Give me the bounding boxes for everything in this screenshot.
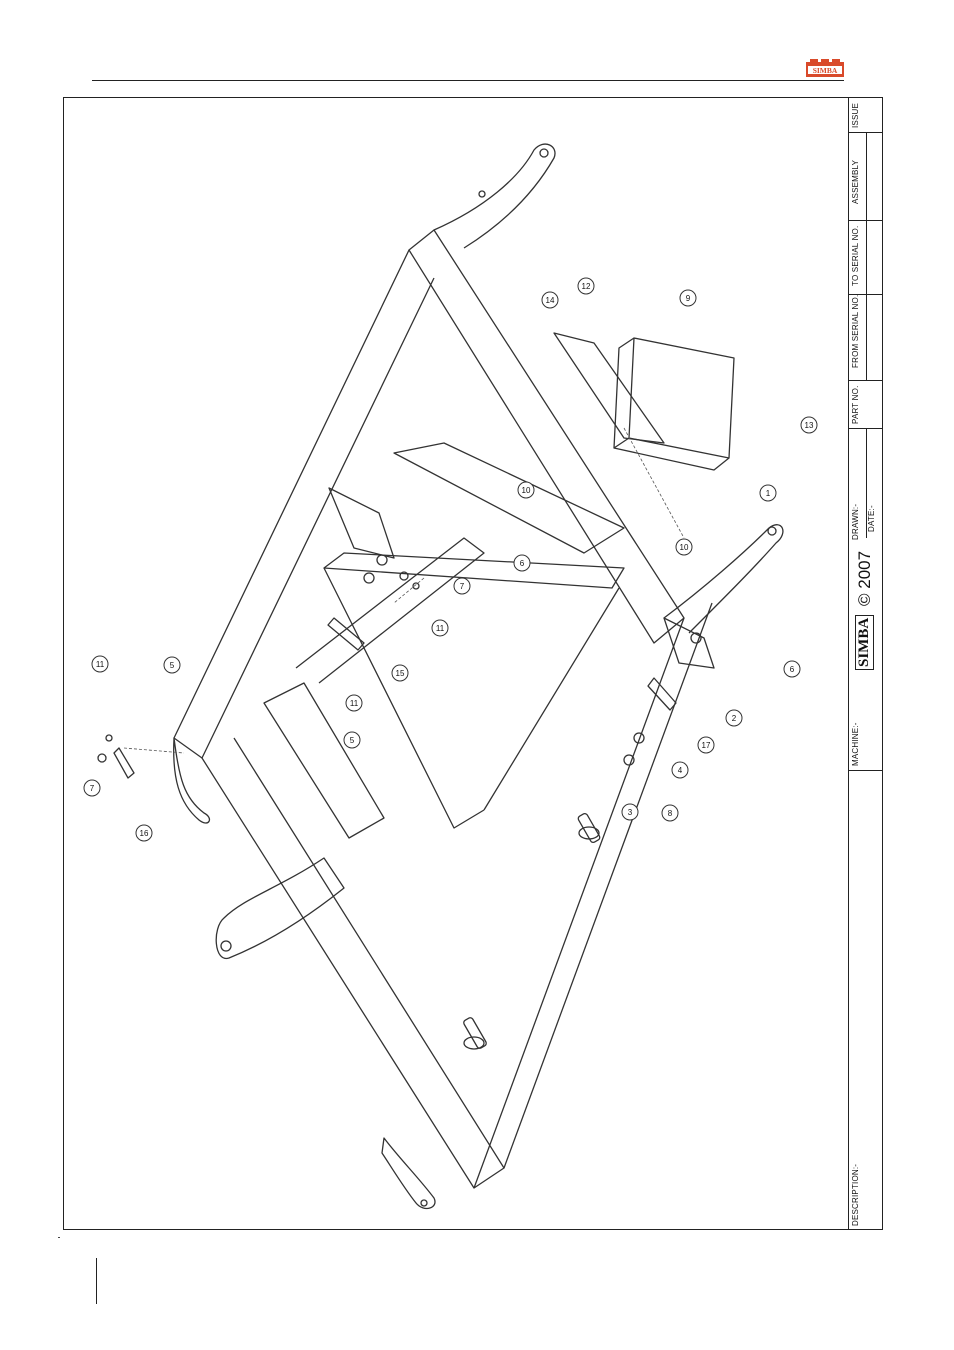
- simba-logo: SIMBA: [806, 59, 844, 79]
- callout: 17: [698, 737, 714, 753]
- svg-text:13: 13: [805, 421, 814, 430]
- svg-text:12: 12: [582, 282, 591, 291]
- svg-text:11: 11: [96, 660, 105, 669]
- svg-text:6: 6: [790, 665, 795, 674]
- callout: 14: [542, 292, 558, 308]
- svg-text:1: 1: [766, 489, 771, 498]
- svg-text:7: 7: [460, 582, 465, 591]
- svg-text:4: 4: [678, 766, 683, 775]
- brand-mark: SIMBA: [855, 615, 874, 670]
- callout: 15: [392, 665, 408, 681]
- svg-text:11: 11: [350, 699, 359, 708]
- callout: 9: [680, 290, 696, 306]
- svg-text:7: 7: [90, 784, 95, 793]
- from-serial-label: FROM SERIAL NO.: [851, 295, 860, 368]
- assembly-label: ASSEMBLY: [851, 160, 860, 204]
- footer-rule: [96, 1258, 97, 1304]
- callout: 7: [84, 780, 100, 796]
- callout: 10: [676, 539, 692, 555]
- svg-text:10: 10: [522, 486, 531, 495]
- header-rule: [92, 80, 844, 81]
- logo-text: SIMBA: [813, 66, 838, 75]
- callout: 12: [578, 278, 594, 294]
- part-no-label: PART NO.: [851, 386, 860, 425]
- svg-text:11: 11: [436, 624, 445, 633]
- svg-text:9: 9: [686, 294, 691, 303]
- callout: 11: [346, 695, 362, 711]
- callout: 6: [784, 661, 800, 677]
- callout: 5: [344, 732, 360, 748]
- machine-label: MACHINE:-: [851, 722, 860, 766]
- callout: 1: [760, 485, 776, 501]
- svg-text:2: 2: [732, 714, 737, 723]
- corner-mark: [58, 1237, 60, 1238]
- callout: 11: [92, 656, 108, 672]
- svg-text:3: 3: [628, 808, 633, 817]
- callout: 5: [164, 657, 180, 673]
- svg-text:5: 5: [350, 736, 355, 745]
- callout: 16: [136, 825, 152, 841]
- callout: 10: [518, 482, 534, 498]
- callout: 4: [672, 762, 688, 778]
- svg-text:8: 8: [668, 809, 673, 818]
- svg-text:6: 6: [520, 559, 525, 568]
- to-serial-label: TO SERIAL NO.: [851, 226, 860, 286]
- svg-text:10: 10: [680, 543, 689, 552]
- description-label: DESCRIPTION:-: [851, 1164, 860, 1226]
- callout: 7: [454, 578, 470, 594]
- callout: 6: [514, 555, 530, 571]
- exploded-assembly-drawing: 1 2 3 4 5 5 6 6 7 7 8 9 10 10 11 11 11 1…: [64, 98, 848, 1229]
- svg-text:14: 14: [546, 296, 555, 305]
- svg-text:16: 16: [140, 829, 149, 838]
- callout: 2: [726, 710, 742, 726]
- callout: 8: [662, 805, 678, 821]
- drawn-label: DRAWN:-: [851, 504, 860, 540]
- callout: 13: [801, 417, 817, 433]
- svg-text:15: 15: [396, 669, 405, 678]
- title-block: ISSUE ASSEMBLY TO SERIAL NO. FROM SERIAL…: [848, 98, 882, 1229]
- date-label: DATE:-: [867, 505, 876, 532]
- callout: 11: [432, 620, 448, 636]
- issue-label: ISSUE: [851, 103, 860, 128]
- callout: 3: [622, 804, 638, 820]
- copyright: © 2007: [855, 551, 875, 606]
- svg-text:17: 17: [702, 741, 711, 750]
- svg-text:5: 5: [170, 661, 175, 670]
